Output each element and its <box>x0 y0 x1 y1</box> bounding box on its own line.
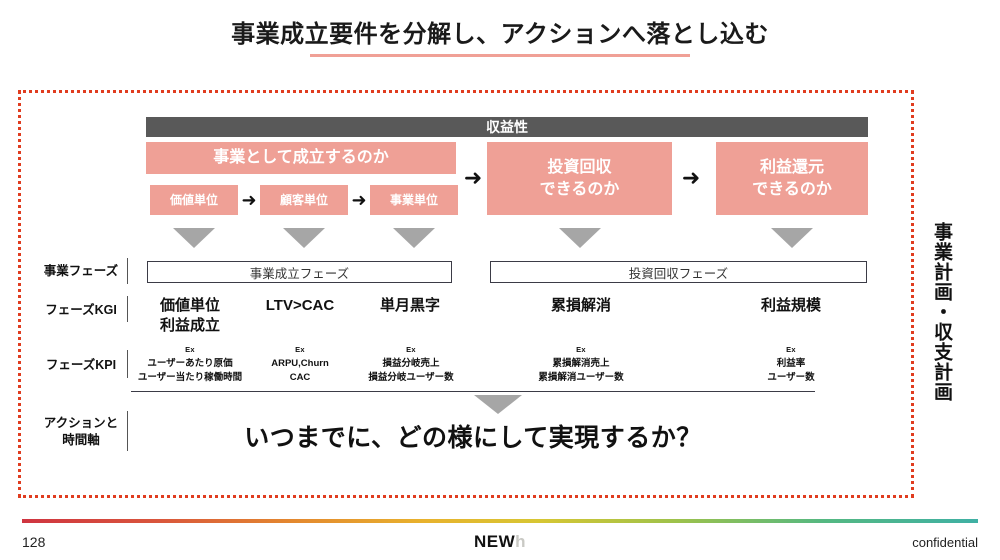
phase-box-establishment[interactable]: 事業成立フェーズ <box>147 261 452 283</box>
arrow-right-icon-3: ➜ <box>463 165 483 190</box>
triangle-down-icon-3 <box>393 228 435 248</box>
box-investment-recovery[interactable]: 投資回収 できるのか <box>487 142 672 215</box>
row-divider-4 <box>127 411 128 451</box>
kgi-item-2: LTV>CAC <box>248 296 352 316</box>
box-business-unit[interactable]: 事業単位 <box>370 185 458 215</box>
kpi-item-1-ex: Ex <box>185 345 195 354</box>
box-investment-recovery-line1: 投資回収 <box>547 158 612 176</box>
kgi-item-1-line1: 価値単位 <box>159 297 220 314</box>
arrow-right-icon-2: ➜ <box>351 189 367 210</box>
triangle-down-icon-bottom <box>474 395 522 414</box>
box-business-viability[interactable]: 事業として成立するのか <box>146 142 456 174</box>
kpi-item-2-line1: ARPU,Churn <box>271 357 329 369</box>
kpi-item-2-ex: Ex <box>295 345 305 354</box>
triangle-down-icon-1 <box>173 228 215 248</box>
kpi-item-3: Ex 損益分岐売上 損益分岐ユーザー数 <box>348 345 474 384</box>
kpi-item-4-line2: 累損解消ユーザー数 <box>538 371 624 383</box>
row-label-action-timeline: アクションと 時間軸 <box>36 415 126 449</box>
kpi-item-1-line1: ユーザーあたり原価 <box>147 357 233 369</box>
kpi-item-2-line2: CAC <box>289 371 311 383</box>
kpi-item-3-line2: 損益分岐ユーザー数 <box>368 371 454 383</box>
row-label-action-timeline-line2: 時間軸 <box>62 432 100 447</box>
row-label-business-phase-text: 事業フェーズ <box>43 264 119 278</box>
kgi-item-4: 累損解消 <box>518 296 644 316</box>
kgi-item-1-line2: 利益成立 <box>159 316 220 334</box>
confidential-label: confidential <box>912 535 978 550</box>
box-customer-unit[interactable]: 顧客単位 <box>260 185 348 215</box>
phase-box-recovery[interactable]: 投資回収フェーズ <box>490 261 867 283</box>
kpi-item-1-line2: ユーザー当たり稼働時間 <box>137 371 243 383</box>
profitability-header-bar: 収益性 <box>146 117 868 137</box>
footer-gradient-rule <box>22 519 978 523</box>
kgi-item-1: 価値単位 利益成立 <box>140 296 240 335</box>
box-profit-return-line2: できるのか <box>752 180 832 198</box>
kpi-item-4-ex: Ex <box>576 345 586 354</box>
brand-logo-main: NEW <box>473 532 516 551</box>
kpi-item-5-line2: ユーザー数 <box>767 371 815 383</box>
box-profit-return-line1: 利益還元 <box>759 158 824 176</box>
triangle-down-icon-2 <box>283 228 325 248</box>
arrow-right-icon-4: ➜ <box>681 165 701 190</box>
diagram-frame <box>18 90 914 498</box>
box-profit-return-text: 利益還元 できるのか <box>752 157 832 200</box>
row-label-phase-kgi: フェーズKGI <box>36 302 126 319</box>
row-label-phase-kpi-text: フェーズKPI <box>45 358 117 372</box>
title-underline <box>310 54 690 57</box>
bottom-question-text: いつまでに、どの様にして実現するか？ <box>244 424 702 452</box>
page-number: 128 <box>22 534 46 550</box>
kgi-item-3: 単月黒字 <box>358 296 462 316</box>
row-label-action-timeline-line1: アクションと <box>43 416 119 430</box>
kgi-item-2-line1: LTV>CAC <box>265 297 335 314</box>
kpi-item-4: Ex 累損解消売上 累損解消ユーザー数 <box>518 345 644 384</box>
kpi-item-2: Ex ARPU,Churn CAC <box>248 345 352 384</box>
kgi-item-4-line1: 累損解消 <box>550 297 611 314</box>
box-profit-return[interactable]: 利益還元 できるのか <box>716 142 868 215</box>
kpi-item-5-ex: Ex <box>786 345 796 354</box>
section-separator <box>131 391 815 392</box>
triangle-down-icon-4 <box>559 228 601 248</box>
row-label-business-phase: 事業フェーズ <box>36 263 126 280</box>
vertical-side-label: 事業計画・収支計画 <box>931 222 952 402</box>
kgi-item-5: 利益規模 <box>728 296 854 316</box>
brand-logo-suffix: h <box>515 532 527 551</box>
row-divider-2 <box>127 296 128 322</box>
kpi-item-3-line1: 損益分岐売上 <box>382 357 440 369</box>
row-label-phase-kpi: フェーズKPI <box>36 357 126 374</box>
box-value-unit[interactable]: 価値単位 <box>150 185 238 215</box>
box-investment-recovery-text: 投資回収 できるのか <box>540 157 620 200</box>
row-label-phase-kgi-text: フェーズKGI <box>45 303 117 317</box>
row-divider-1 <box>127 258 128 284</box>
kpi-item-5-line1: 利益率 <box>776 357 806 369</box>
box-investment-recovery-line2: できるのか <box>539 180 620 198</box>
kpi-item-3-ex: Ex <box>406 345 416 354</box>
kgi-item-3-line1: 単月黒字 <box>379 297 440 314</box>
kpi-item-1: Ex ユーザーあたり原価 ユーザー当たり稼働時間 <box>120 345 260 384</box>
page-title: 事業成立要件を分解し、アクションへ落とし込む <box>231 21 769 48</box>
triangle-down-icon-5 <box>771 228 813 248</box>
kpi-item-5: Ex 利益率 ユーザー数 <box>728 345 854 384</box>
kgi-item-5-line1: 利益規模 <box>760 297 821 314</box>
arrow-right-icon-1: ➜ <box>241 189 257 210</box>
kpi-item-4-line1: 累損解消売上 <box>552 357 610 369</box>
row-divider-3 <box>127 350 128 378</box>
brand-logo: NEWh <box>0 532 1000 552</box>
slide-title-area: 事業成立要件を分解し、アクションへ落とし込む <box>0 14 1000 57</box>
